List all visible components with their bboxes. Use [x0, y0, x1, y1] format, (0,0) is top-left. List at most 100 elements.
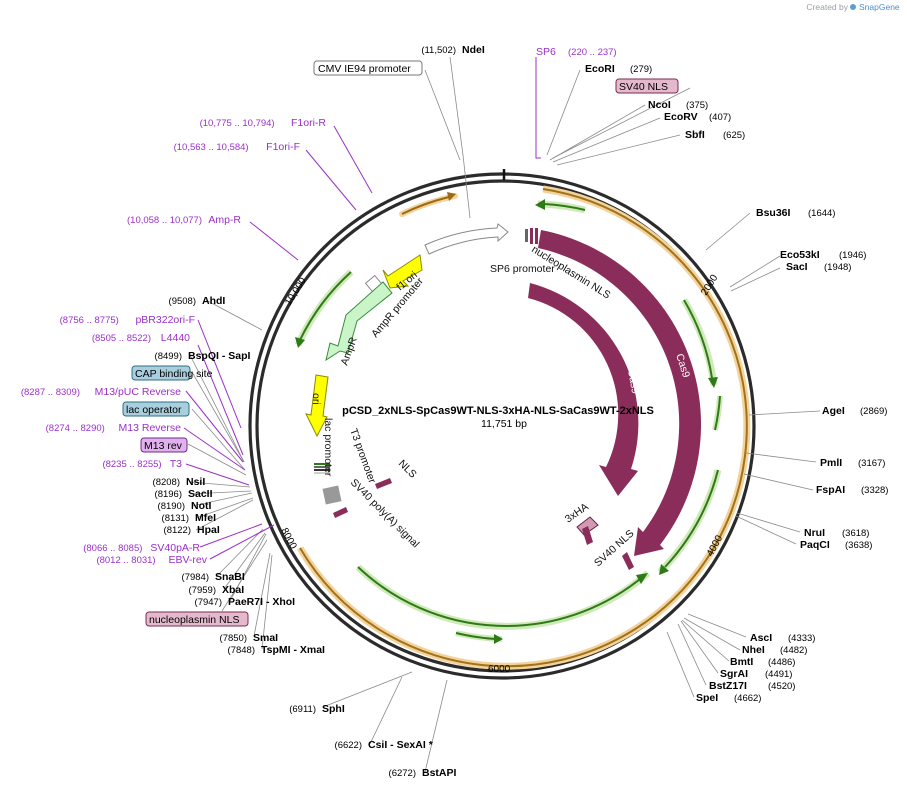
site-name: AhdI	[202, 295, 225, 307]
site-label-27[interactable]: (8131)MfeI	[162, 512, 217, 524]
site-label-33[interactable]: (7848)TspMI - XmaI	[228, 644, 326, 656]
site-name: HpaI	[197, 524, 220, 536]
label-nucleoplasmin-nls-box: nucleoplasmin NLS	[149, 614, 239, 626]
primer-label-6[interactable]: (8287 .. 8309)M13/pUC Reverse	[21, 386, 181, 398]
primer-label-8[interactable]: (8235 .. 8255)T3	[102, 458, 182, 470]
orf-green-head-1	[535, 199, 545, 210]
site-position: (6911)	[289, 704, 316, 715]
site-position: (11,502)	[421, 45, 456, 56]
lac-mark-2	[314, 466, 330, 468]
primer-label-1[interactable]: (10,775 .. 10,794)F1ori-R	[200, 117, 327, 129]
nucleoplasmin-nls-box	[145, 611, 249, 627]
site-position: (1946)	[839, 250, 866, 261]
site-label-4[interactable]: (625)SbfI	[685, 129, 745, 141]
primer-label-4[interactable]: (8756 .. 8775)pBR322ori-F	[60, 314, 195, 326]
nls-mark-2	[535, 228, 538, 244]
nls-mark-1	[530, 228, 533, 244]
site-label-22[interactable]: (9508) AhdI	[169, 295, 226, 307]
label-cap-binding: CAP binding site	[135, 368, 213, 380]
primer-range: (8287 .. 8309)	[21, 387, 80, 398]
site-name: CsiI - SexAI *	[368, 739, 434, 751]
ori-arrow[interactable]	[305, 374, 329, 438]
site-label-24[interactable]: (8208)NsiI	[153, 476, 206, 488]
site-label-30[interactable]: (7959)XbaI	[189, 584, 245, 596]
f1-ori-arrow[interactable]	[382, 254, 423, 289]
site-position: (6272)	[389, 768, 416, 779]
site-label-12[interactable]: (3638)PaqCI	[800, 539, 872, 551]
cmv-promoter-arrow[interactable]	[424, 223, 509, 255]
sp6-promoter-mark	[525, 229, 528, 242]
site-name: XbaI	[222, 584, 244, 596]
site-label-21[interactable]: (6272) BstAPI	[389, 767, 457, 779]
site-label-19[interactable]: (6911)SphI	[289, 703, 345, 715]
site-label-10[interactable]: (3328)FspAI	[816, 484, 888, 496]
site-label-29[interactable]: (7984)SnaBI	[182, 571, 245, 583]
site-label-23[interactable]: (8499)BspQI - SapI	[155, 350, 251, 362]
site-label-11[interactable]: (3618)NruI	[804, 527, 869, 539]
ampr-arrow[interactable]	[325, 281, 393, 362]
site-name: EcoRI	[585, 63, 615, 75]
label-lac-promoter: lac promoter	[322, 418, 334, 477]
primer-label-3[interactable]: (10,058 .. 10,077)Amp-R	[127, 214, 241, 226]
site-label-2[interactable]: (375)NcoI	[648, 99, 708, 111]
lac-mark-1	[314, 463, 330, 465]
site-name: BstZ17I	[709, 680, 747, 692]
cas9-arrow-outer[interactable]	[538, 230, 702, 556]
site-label-6[interactable]: (1946)Eco53kI	[780, 249, 866, 261]
nls-left-feature	[375, 478, 392, 489]
site-name: BspQI - SapI	[188, 350, 251, 362]
site-position: (8208)	[153, 477, 180, 488]
orf-green-head-4	[659, 564, 669, 575]
site-position: (1948)	[824, 262, 851, 273]
site-name: BstAPI	[422, 767, 457, 779]
3xha-tag[interactable]	[576, 516, 599, 536]
site-label-18[interactable]: (4662)SpeI	[696, 692, 761, 704]
site-name: FspAI	[816, 484, 845, 496]
site-name: SnaBI	[215, 571, 245, 583]
site-label-20[interactable]: (6622)CsiI - SexAI *	[335, 739, 434, 751]
site-label-5[interactable]: (1644)Bsu36I	[756, 207, 835, 219]
primer-label-0[interactable]: (220 .. 237)SP6	[536, 46, 617, 58]
site-label-1[interactable]: (279)EcoRI	[585, 63, 652, 75]
site-label-28[interactable]: (8122) HpaI	[164, 524, 220, 536]
site-label-31[interactable]: (7947)PaeR7I - XhoI	[195, 596, 296, 608]
site-label-32[interactable]: (7850)SmaI	[220, 632, 279, 644]
site-label-25[interactable]: (8196)SacII	[155, 488, 213, 500]
site-label-15[interactable]: (4486)BmtI	[730, 656, 795, 668]
primer-range: (8274 .. 8290)	[46, 423, 105, 434]
site-label-0[interactable]: (11,502)NdeI	[421, 44, 485, 56]
cas9-orf-line	[299, 188, 748, 668]
site-label-26[interactable]: (8190)NotI	[158, 500, 212, 512]
site-name: NruI	[804, 527, 825, 539]
site-label-7[interactable]: (1948)SacI	[786, 261, 851, 273]
site-label-3[interactable]: (407)EcoRV	[664, 111, 731, 123]
primer-range: (8012 .. 8031)	[96, 555, 155, 566]
primer-label-2[interactable]: (10,563 .. 10,584)F1ori-F	[174, 141, 300, 153]
site-position: (4662)	[734, 693, 761, 704]
site-name: MfeI	[195, 512, 216, 524]
snapgene-logo-icon	[850, 4, 856, 10]
site-label-17[interactable]: (4520)BstZ17I	[709, 680, 795, 692]
primer-label-7[interactable]: (8274 .. 8290)M13 Reverse	[46, 422, 182, 434]
site-position: (7947)	[195, 597, 222, 608]
site-position: (9508)	[169, 296, 196, 307]
cas9-arrow-inner[interactable]	[528, 283, 639, 496]
site-position: (1644)	[808, 208, 835, 219]
primer-name: T3	[170, 458, 182, 470]
plasmid-name: pCSD_2xNLS-SpCas9WT-NLS-3xHA-NLS-SaCas9W…	[342, 405, 654, 417]
primer-label-5[interactable]: (8505 .. 8522)L4440	[92, 332, 190, 344]
site-name: SbfI	[685, 129, 705, 141]
primer-range: (8066 .. 8085)	[83, 543, 142, 554]
watermark-prefix: Created by	[806, 2, 848, 12]
primer-label-10[interactable]: (8012 .. 8031)EBV-rev	[96, 554, 207, 566]
site-label-8[interactable]: (2869)AgeI	[822, 405, 887, 417]
site-label-9[interactable]: (3167)PmlI	[820, 457, 885, 469]
boxed-labels: CMV IE94 promoter SV40 NLS CAP binding s…	[122, 60, 679, 627]
site-label-13[interactable]: (4333)AscI	[750, 632, 815, 644]
site-label-16[interactable]: (4491)SgrAI	[720, 668, 792, 680]
primer-label-9[interactable]: (8066 .. 8085)SV40pA-R	[83, 542, 200, 554]
site-position: (8122)	[164, 525, 191, 536]
site-label-14[interactable]: (4482)NheI	[742, 644, 807, 656]
primer-name: SP6	[536, 46, 556, 58]
